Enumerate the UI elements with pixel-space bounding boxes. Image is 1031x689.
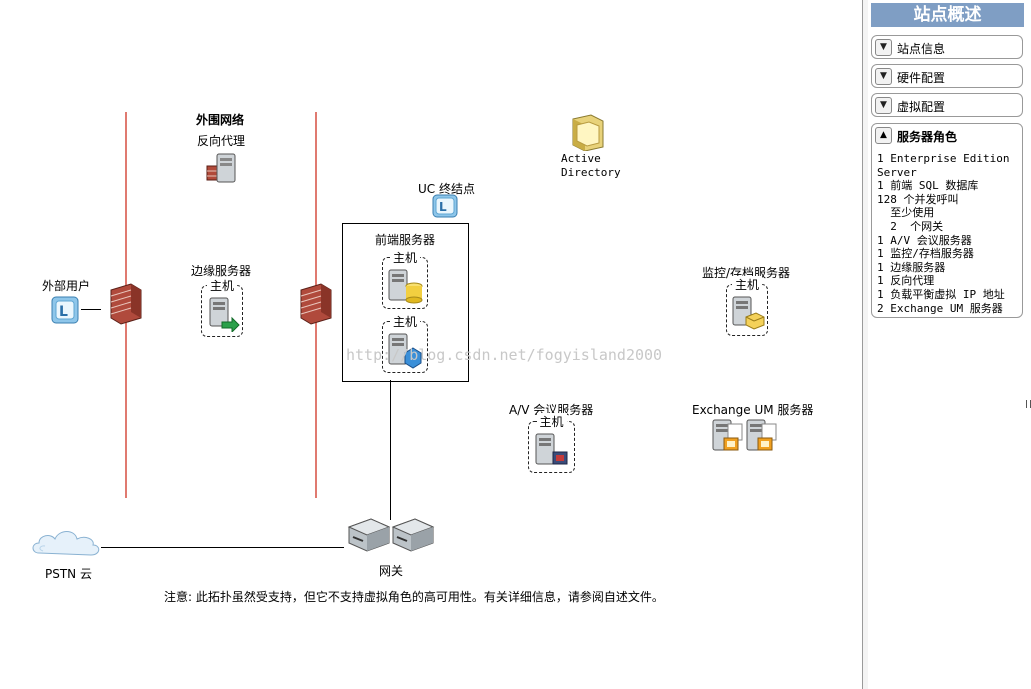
chevron-down-icon[interactable]: ▼ xyxy=(875,39,892,56)
active-directory-folder-icon[interactable] xyxy=(569,113,605,151)
reverse-proxy-server-icon[interactable] xyxy=(203,152,239,186)
external-network-label: 外围网络 xyxy=(196,113,245,127)
topology-diagram: 外围网络 反向代理 边缘服务器 主机 外部用户 L xyxy=(29,112,814,604)
host-label: 主机 xyxy=(389,313,421,330)
section-server-roles: ▲ 服务器角色 1 Enterprise Edition Server 1 前端… xyxy=(871,123,1023,318)
user-link-line xyxy=(81,309,101,310)
svg-text:L: L xyxy=(439,200,447,214)
reverse-proxy-label: 反向代理 xyxy=(197,134,246,148)
chevron-down-icon[interactable]: ▼ xyxy=(875,68,892,85)
section-virtual-config[interactable]: ▼ 虚拟配置 xyxy=(871,93,1023,117)
exchange-um-server-icon[interactable] xyxy=(710,418,746,454)
database-server-icon xyxy=(388,269,423,304)
panel-title: 站点概述 xyxy=(871,3,1024,27)
host-label: 主机 xyxy=(536,413,567,430)
gateway-router-icon[interactable] xyxy=(391,517,435,555)
resize-grip[interactable] xyxy=(1026,400,1031,408)
chevron-up-icon[interactable]: ▲ xyxy=(875,127,892,144)
section-site-info[interactable]: ▼ 站点信息 xyxy=(871,35,1023,59)
active-directory-label: Active Directory xyxy=(561,152,621,179)
frontend-server-icon xyxy=(388,333,422,369)
frontend-server-pool[interactable] xyxy=(342,223,469,382)
chevron-down-icon[interactable]: ▼ xyxy=(875,97,892,114)
role-item: 1 前端 SQL 数据库 xyxy=(877,179,979,193)
site-overview-panel: 站点概述 ▼ 站点信息 ▼ 硬件配置 ▼ 虚拟配置 ▲ 服务器角色 1 Ente… xyxy=(868,0,1031,689)
section-label: 站点信息 xyxy=(897,42,946,56)
frontend-gateway-link xyxy=(390,380,391,520)
frontend-server-label: 前端服务器 xyxy=(375,233,436,247)
gateway-label: 网关 xyxy=(379,564,404,578)
topology-note: 注意: 此拓扑虽然受支持，但它不支持虚拟角色的高可用性。有关详细信息，请参阅自述… xyxy=(164,590,664,604)
av-conf-server-icon xyxy=(535,433,568,465)
section-label: 硬件配置 xyxy=(897,71,946,85)
exchange-um-server-icon[interactable] xyxy=(744,418,780,454)
pstn-cloud-label: PSTN 云 xyxy=(45,567,92,581)
role-item: 2 Exchange UM 服务器 xyxy=(877,301,1003,315)
edge-server-icon xyxy=(209,297,240,332)
host-label: 主机 xyxy=(731,276,763,293)
svg-text:L: L xyxy=(59,304,68,320)
monitor-archive-server-label: 监控/存档服务器 xyxy=(702,266,791,280)
frontend-db-host[interactable]: 主机 xyxy=(382,249,428,309)
role-item: 1 监控/存档服务器 xyxy=(877,247,974,261)
gateway-router-icon[interactable] xyxy=(347,517,391,555)
edge-server-host[interactable]: 主机 xyxy=(201,277,243,337)
monitor-archive-server-icon xyxy=(732,296,765,330)
exchange-um-server-label: Exchange UM 服务器 xyxy=(692,403,814,417)
av-conf-server-label: A/V 会议服务器 xyxy=(509,403,594,417)
section-label: 虚拟配置 xyxy=(897,100,946,114)
uc-endpoint-phone-icon[interactable]: L xyxy=(432,194,458,218)
role-item: 至少使用 xyxy=(877,206,935,220)
role-item: 1 负载平衡虚拟 IP 地址 xyxy=(877,287,1005,301)
firewall-icon xyxy=(300,283,332,325)
role-item: 128 个并发呼叫 xyxy=(877,192,959,206)
role-item: 1 反向代理 xyxy=(877,274,935,288)
pstn-cloud-icon[interactable] xyxy=(29,525,103,559)
server-roles-list: 1 Enterprise Edition Server 1 前端 SQL 数据库… xyxy=(877,152,1009,315)
monitor-archive-host[interactable]: 主机 xyxy=(726,276,768,336)
firewall-icon xyxy=(110,283,142,325)
role-item: 1 A/V 会议服务器 xyxy=(877,233,972,247)
role-item: Server xyxy=(877,165,917,179)
section-label: 服务器角色 xyxy=(897,130,958,144)
watermark-text: http://blog.csdn.net/fogyisland2000 xyxy=(346,346,663,364)
frontend-server-host[interactable]: 主机 xyxy=(382,313,428,373)
role-item: 1 Enterprise Edition xyxy=(877,152,1010,165)
edge-server-label: 边缘服务器 xyxy=(191,264,252,278)
host-label: 主机 xyxy=(206,277,238,294)
section-hardware-config[interactable]: ▼ 硬件配置 xyxy=(871,64,1023,88)
host-label: 主机 xyxy=(389,249,421,266)
av-conf-host[interactable]: 主机 xyxy=(528,413,575,473)
role-item: 2 个网关 xyxy=(877,219,944,233)
external-user-phone-icon[interactable]: L xyxy=(51,296,79,324)
role-item: 1 边缘服务器 xyxy=(877,260,946,274)
external-user-label: 外部用户 xyxy=(42,279,91,293)
pstn-gateway-link xyxy=(101,547,344,548)
uc-endpoint-label: UC 终结点 xyxy=(418,182,475,196)
